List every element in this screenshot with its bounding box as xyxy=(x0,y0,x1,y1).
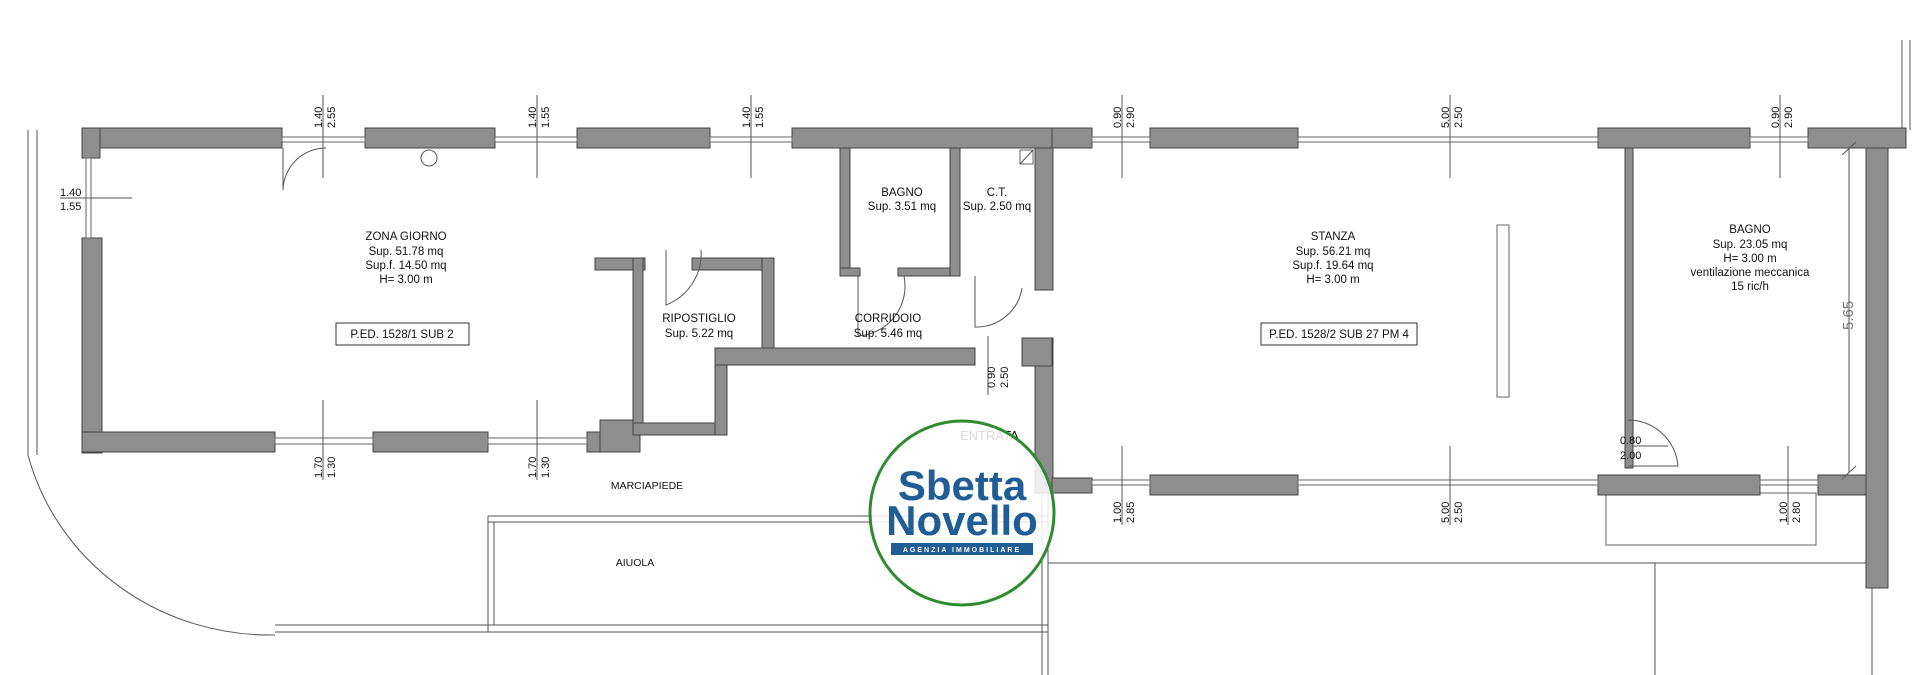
room-stanza: STANZA Sup. 56.21 mq Sup.f. 19.64 mq H= … xyxy=(1292,231,1373,286)
dim-top-2-a: 1.40 xyxy=(527,107,539,128)
misc-dimensions: 1.40 1.55 0.90 2.50 0.80 2.00 5.65 xyxy=(60,187,1857,462)
dim-top-6-b: 2.90 xyxy=(1783,107,1795,128)
dim-bottom-4-b: 2.50 xyxy=(1453,502,1465,523)
dimension-ticks xyxy=(60,95,1857,525)
room-height: H= 3.00 m xyxy=(1723,253,1776,265)
room-corridoio: CORRIDOIO Sup. 5.46 mq xyxy=(854,313,922,340)
logo-sub-band xyxy=(891,543,1033,555)
dim-left-window-a: 1.40 xyxy=(60,187,81,199)
room-ripostiglio: RIPOSTIGLIO Sup. 5.22 mq xyxy=(662,313,736,340)
tag-left: P.ED. 1528/1 SUB 2 xyxy=(335,322,470,346)
room-floor-area: Sup.f. 14.50 mq xyxy=(365,260,446,272)
room-name: BAGNO xyxy=(1729,224,1771,236)
room-ct: C.T. Sup. 2.50 mq xyxy=(963,187,1031,213)
dim-top-3-b: 1.55 xyxy=(754,107,766,128)
dim-corridor-door-b: 2.50 xyxy=(999,367,1011,388)
top-dimensions: 1.40 2.55 1.40 1.55 1.40 1.55 0.90 2.90 … xyxy=(313,107,1795,128)
room-name: C.T. xyxy=(987,187,1007,199)
logo-ring xyxy=(868,419,1056,607)
walls xyxy=(81,127,1907,589)
dim-top-4-a: 0.90 xyxy=(1112,107,1124,128)
room-ventilation: ventilazione meccanica xyxy=(1691,267,1811,279)
dim-bottom-5-b: 2.80 xyxy=(1791,502,1803,523)
dim-bottom-1-a: 1.70 xyxy=(313,457,325,478)
dim-top-3-a: 1.40 xyxy=(741,107,753,128)
room-area: Sup. 3.51 mq xyxy=(868,201,936,213)
dim-left-window-b: 1.55 xyxy=(60,201,81,213)
label-marciapiede: MARCIAPIEDE xyxy=(611,480,683,492)
dim-top-2-b: 1.55 xyxy=(540,107,552,128)
agency-logo: Sbetta Novello AGENZIA IMMOBILIARE xyxy=(868,419,1056,607)
dim-bottom-3-b: 2.85 xyxy=(1125,502,1137,523)
room-area: Sup. 56.21 mq xyxy=(1296,246,1371,258)
dim-bottom-2-a: 1.70 xyxy=(527,457,539,478)
dim-bottom-1-b: 1.30 xyxy=(326,457,338,478)
dim-right-height: 5.65 xyxy=(1840,301,1857,330)
dim-bottom-5-a: 1.00 xyxy=(1778,502,1790,523)
dim-bottom-3-a: 1.00 xyxy=(1112,502,1124,523)
room-area: Sup. 5.22 mq xyxy=(665,328,733,340)
site-lines xyxy=(27,40,1911,675)
bottom-dimensions: 1.70 1.30 1.70 1.30 1.00 2.85 5.00 2.50 … xyxy=(313,457,1803,523)
room-area: Sup. 2.50 mq xyxy=(963,201,1031,213)
logo-subtitle: AGENZIA IMMOBILIARE xyxy=(903,547,1021,554)
dim-top-5-b: 2.50 xyxy=(1453,107,1465,128)
tag-right-text: P.ED. 1528/2 SUB 27 PM 4 xyxy=(1269,329,1409,341)
dim-top-5-a: 5.00 xyxy=(1440,107,1452,128)
dim-bagno-door-b: 2.00 xyxy=(1620,450,1641,462)
dim-top-6-a: 0.90 xyxy=(1770,107,1782,128)
dim-top-1-b: 2.55 xyxy=(326,107,338,128)
dim-bottom-4-a: 5.00 xyxy=(1440,502,1452,523)
room-area: Sup. 5.46 mq xyxy=(854,328,922,340)
room-name: CORRIDOIO xyxy=(855,313,922,325)
room-bagno-small: BAGNO Sup. 3.51 mq xyxy=(868,187,936,213)
dim-bagno-door-a: 0.80 xyxy=(1620,435,1641,447)
label-aiuola: AIUOLA xyxy=(616,557,655,569)
room-name: ZONA GIORNO xyxy=(365,231,446,243)
room-name: BAGNO xyxy=(881,187,923,199)
room-floor-area: Sup.f. 19.64 mq xyxy=(1292,260,1373,272)
tag-right: P.ED. 1528/2 SUB 27 PM 4 xyxy=(1260,322,1418,346)
dim-bottom-2-b: 1.30 xyxy=(540,457,552,478)
dim-top-4-b: 2.90 xyxy=(1125,107,1137,128)
room-height: H= 3.00 m xyxy=(379,274,432,286)
room-zona-giorno: ZONA GIORNO Sup. 51.78 mq Sup.f. 14.50 m… xyxy=(365,231,446,286)
room-bagno-large: BAGNO Sup. 23.05 mq H= 3.00 m ventilazio… xyxy=(1691,224,1811,293)
logo-line-1: Sbetta xyxy=(898,462,1027,509)
room-name: STANZA xyxy=(1311,231,1356,243)
dim-top-1-a: 1.40 xyxy=(313,107,325,128)
room-name: RIPOSTIGLIO xyxy=(662,313,736,325)
room-air-changes: 15 ric/h xyxy=(1731,281,1769,293)
tag-left-text: P.ED. 1528/1 SUB 2 xyxy=(350,329,453,341)
logo-line-2: Novello xyxy=(886,497,1038,544)
dim-corridor-door-a: 0.90 xyxy=(986,367,998,388)
room-area: Sup. 23.05 mq xyxy=(1713,239,1788,251)
room-height: H= 3.00 m xyxy=(1306,274,1359,286)
doors xyxy=(282,147,1679,467)
room-area: Sup. 51.78 mq xyxy=(369,246,444,258)
